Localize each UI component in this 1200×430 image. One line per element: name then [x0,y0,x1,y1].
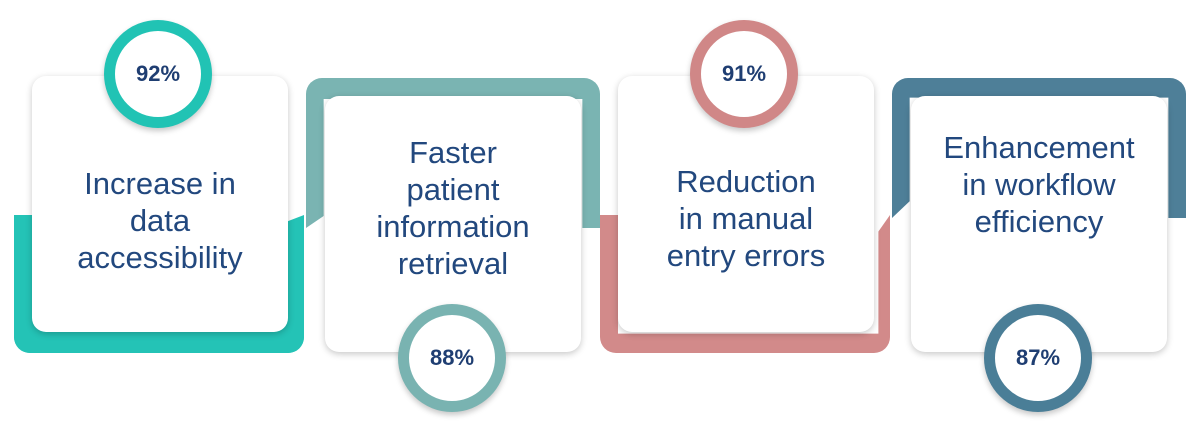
stat-label: Reduction in manual entry errors [618,158,874,278]
label-line: Reduction [676,163,816,199]
label-line: information [376,209,530,244]
label-line: accessibility [77,239,243,275]
percent-badge: 87% [984,304,1092,412]
label-line: in manual [678,200,814,236]
stat-label: Enhancement in workflow efficiency [911,124,1167,244]
label-line: Enhancement [943,129,1135,165]
percent-badge: 92% [104,20,212,128]
label-line: in workflow [962,166,1116,202]
label-line: Faster [409,135,497,170]
percent-badge: 88% [398,304,506,412]
stat-label: Faster patient information retrieval [325,128,581,288]
label-line: efficiency [974,203,1104,239]
stat-label: Increase in data accessibility [32,160,288,280]
percent-badge: 91% [690,20,798,128]
label-line: entry errors [666,237,826,273]
label-line: patient [406,172,500,207]
label-line: Increase in [84,165,236,201]
label-line: retrieval [397,246,509,281]
label-line: data [129,202,191,238]
